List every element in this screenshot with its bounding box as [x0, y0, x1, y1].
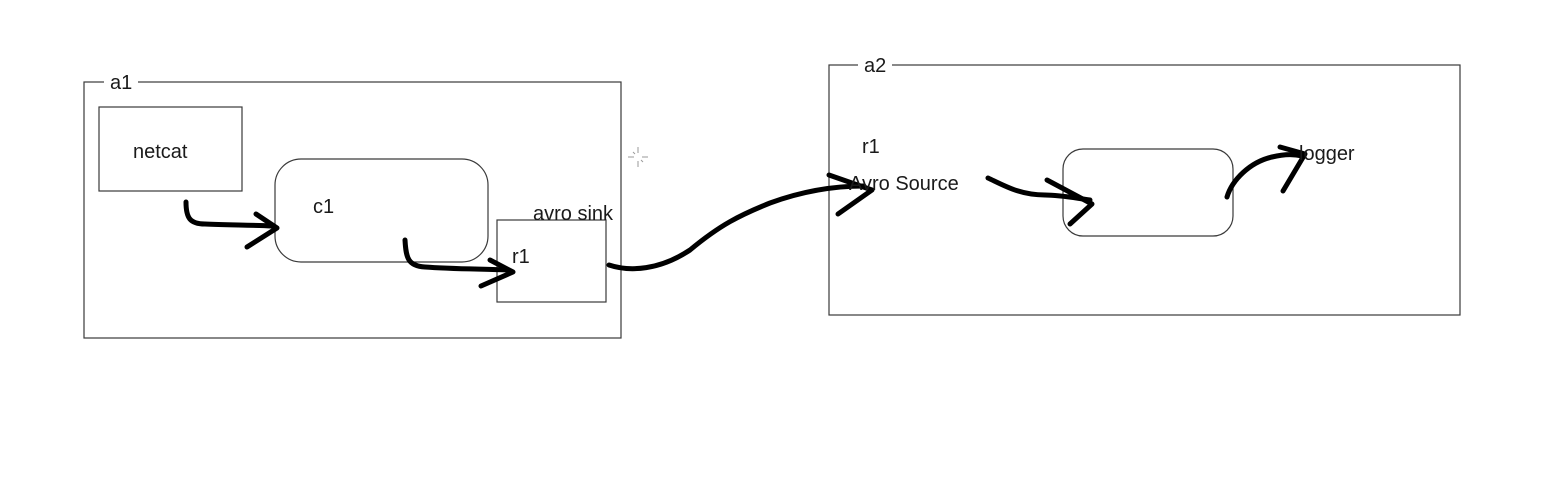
- c1-label: c1: [313, 196, 335, 218]
- arrow-c1-to-r1: [402, 237, 511, 273]
- arrow-channel-to-logger: [1224, 152, 1305, 200]
- avro-sink-label: avro sink: [533, 203, 614, 225]
- sparkle-icon: [628, 147, 648, 167]
- a2-channel-node: [1062, 148, 1234, 237]
- a1-r1-label: r1: [512, 246, 530, 268]
- arrow-sink-to-source-head: [826, 172, 875, 217]
- logger-label: logger: [1299, 143, 1355, 165]
- avro-source-label: Avro Source: [849, 173, 959, 195]
- c1-channel-node: [274, 158, 489, 263]
- arrow-netcat-to-c1: [183, 199, 275, 229]
- netcat-node: [98, 106, 243, 192]
- arrow-c1-to-r1-head: [478, 257, 516, 289]
- agent-a2-label: a2: [858, 55, 893, 77]
- arrow-source-to-channel-head: [1044, 177, 1095, 227]
- arrow-netcat-to-c1-head: [244, 211, 280, 250]
- netcat-label: netcat: [133, 141, 188, 163]
- agent-a1-box: [83, 81, 622, 339]
- a2-r1-label: r1: [862, 136, 880, 158]
- agent-a1-label: a1: [104, 72, 139, 94]
- arrow-channel-to-logger-head: [1277, 144, 1308, 194]
- arrow-sink-to-source: [606, 183, 867, 272]
